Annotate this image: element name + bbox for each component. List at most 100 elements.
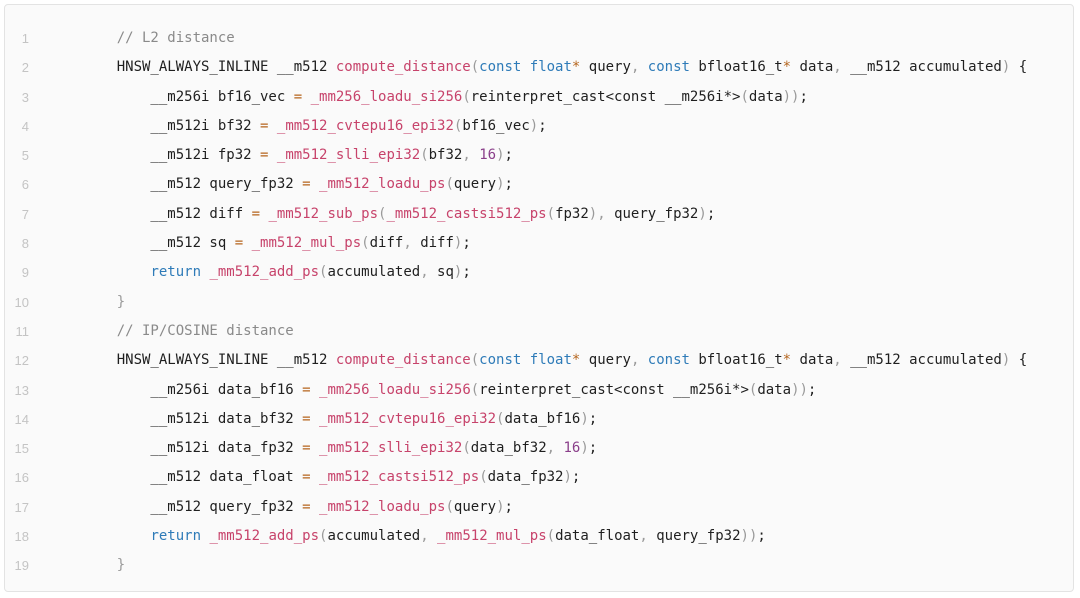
code-token xyxy=(268,118,276,134)
code-text: __m256i data_bf16 = _mm256_loadu_si256(r… xyxy=(83,376,816,405)
code-token: data xyxy=(791,352,834,369)
code-token: ( xyxy=(748,381,758,398)
code-token: __m512 diff xyxy=(83,205,252,222)
code-token: , xyxy=(639,528,657,545)
line-number: 4 xyxy=(21,118,29,134)
code-token: ), xyxy=(588,205,615,222)
code-token: ; xyxy=(504,498,513,515)
line-number: 19 xyxy=(14,558,29,574)
code-token xyxy=(83,323,117,339)
code-token: , xyxy=(546,440,564,457)
code-text: __m512i data_fp32 = _mm512_slli_epi32(da… xyxy=(83,434,597,463)
code-token: data xyxy=(748,88,783,105)
code-token: = xyxy=(260,147,269,164)
code-token: ) xyxy=(563,469,572,486)
line-number: 12 xyxy=(14,353,29,369)
code-text: HNSW_ALWAYS_INLINE __m512 compute_distan… xyxy=(83,53,1027,82)
code-token: data_bf32 xyxy=(470,440,547,457)
code-text: __m512 sq = _mm512_mul_ps(diff, diff); xyxy=(83,229,470,258)
code-token: _mm512_mul_ps xyxy=(437,528,547,545)
code-text: __m512i data_bf32 = _mm512_cvtepu16_epi3… xyxy=(83,405,597,434)
code-line: 3 __m256i bf16_vec = _mm256_loadu_si256(… xyxy=(5,83,1073,112)
code-token: = xyxy=(234,235,244,252)
code-token: _mm512_loadu_ps xyxy=(319,498,446,515)
code-token: ; xyxy=(462,264,471,281)
code-token: ; xyxy=(504,147,513,164)
code-token: ( xyxy=(496,410,505,427)
code-token: , xyxy=(833,59,851,76)
line-number: 18 xyxy=(14,529,29,545)
code-token: _mm512_loadu_ps xyxy=(319,176,446,193)
code-token: return xyxy=(150,528,202,545)
code-token: } xyxy=(116,557,126,574)
code-token: diff xyxy=(420,235,454,252)
code-token: ; xyxy=(538,117,547,134)
code-token xyxy=(83,30,117,46)
code-token: { xyxy=(1010,352,1028,369)
code-token: float xyxy=(529,352,572,369)
code-text: } xyxy=(83,551,125,580)
code-token: 16 xyxy=(479,147,497,164)
line-number: 11 xyxy=(15,323,30,339)
code-token: data_fp32 xyxy=(487,469,564,486)
code-token: ( xyxy=(378,205,387,222)
code-token: ) xyxy=(529,117,539,134)
code-token: ( xyxy=(479,469,488,486)
code-token: ; xyxy=(706,205,716,222)
code-token: bf32 xyxy=(428,147,463,164)
code-token xyxy=(311,382,319,398)
code-token: __m512i data_bf32 xyxy=(83,410,303,427)
code-token: __m256i data_bf16 xyxy=(83,381,303,398)
code-token: __m512i bf32 xyxy=(83,117,261,134)
code-token: _mm512_castsi512_ps xyxy=(386,205,547,222)
code-token: data xyxy=(757,381,792,398)
code-line: 5 __m512i fp32 = _mm512_slli_epi32(bf32,… xyxy=(5,141,1073,170)
code-token: data xyxy=(791,59,834,76)
code-text: return _mm512_add_ps(accumulated, sq); xyxy=(83,258,471,287)
code-token: } xyxy=(116,293,126,310)
code-token: _mm512_add_ps xyxy=(209,264,320,281)
code-token: ) xyxy=(496,498,505,515)
code-token: query xyxy=(453,176,497,193)
code-line: 17 __m512 query_fp32 = _mm512_loadu_ps(q… xyxy=(5,493,1073,522)
code-token: ( xyxy=(420,147,429,164)
code-text: __m512i bf32 = _mm512_cvtepu16_epi32(bf1… xyxy=(83,112,547,141)
code-token: ) xyxy=(580,440,589,457)
code-token: __m512 sq xyxy=(83,235,235,252)
code-line: 13 __m256i data_bf16 = _mm256_loadu_si25… xyxy=(5,376,1073,405)
line-number: 5 xyxy=(21,148,29,164)
code-token: ) xyxy=(496,147,505,164)
code-token: data_bf16 xyxy=(504,410,581,427)
code-token: ( xyxy=(470,59,480,76)
code-token: __m512i data_fp32 xyxy=(83,440,303,457)
code-token: ; xyxy=(799,88,808,105)
code-token: * xyxy=(782,59,792,76)
code-token: __m256i bf16_vec xyxy=(83,88,294,105)
code-token: float xyxy=(529,59,572,76)
code-text: // L2 distance xyxy=(83,24,235,53)
code-token: fp32 xyxy=(555,205,589,222)
code-token: , xyxy=(420,528,438,545)
code-token xyxy=(311,499,319,515)
code-token: = xyxy=(293,88,303,105)
code-token: 16 xyxy=(563,440,581,457)
code-token: ( xyxy=(740,88,749,105)
code-line: 10 } xyxy=(5,288,1073,317)
code-token xyxy=(311,440,319,456)
code-token: ) xyxy=(698,205,707,222)
code-token: compute_distance xyxy=(335,352,471,369)
code-token: ( xyxy=(470,381,480,398)
line-number: 13 xyxy=(14,382,29,398)
code-token: _mm512_slli_epi32 xyxy=(319,440,463,457)
code-token xyxy=(83,294,117,310)
code-token: bf16_vec xyxy=(462,117,530,134)
code-token xyxy=(521,59,529,75)
code-text: __m512 query_fp32 = _mm512_loadu_ps(quer… xyxy=(83,493,513,522)
code-token: = xyxy=(302,381,311,398)
code-token: )) xyxy=(740,528,758,545)
code-token: ( xyxy=(319,264,328,281)
code-token: __m512 accumulated xyxy=(850,352,1002,369)
code-token: = xyxy=(302,440,311,457)
